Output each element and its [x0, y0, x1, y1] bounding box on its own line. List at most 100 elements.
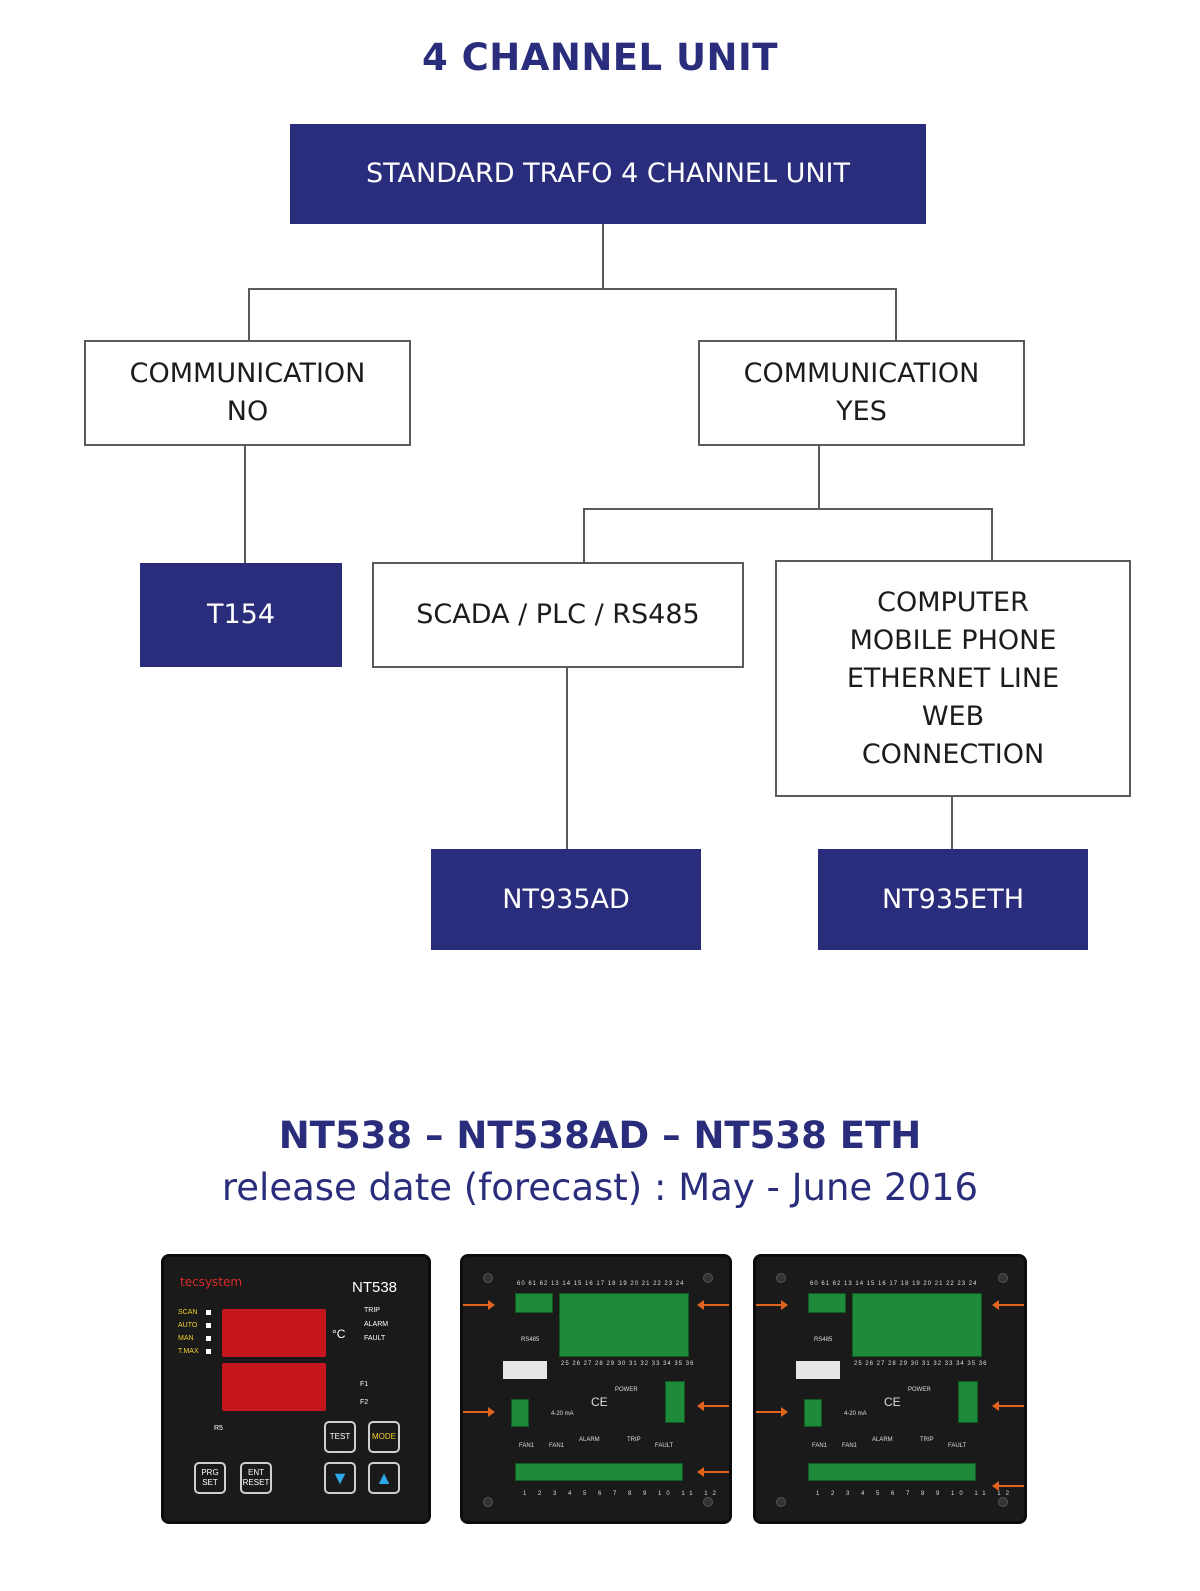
down-button[interactable]: ▼ [324, 1462, 356, 1494]
rs485-label: RS485 [814, 1337, 833, 1343]
relay-label: FAN1 [812, 1443, 828, 1449]
node-label: COMMUNICATION [129, 358, 366, 389]
communication-yes-node: COMMUNICATION YES [698, 340, 1025, 446]
connector-line [951, 796, 953, 849]
button-label: ENT [248, 1468, 264, 1477]
relay-label: TRIP [627, 1437, 641, 1443]
terminal-block [515, 1463, 683, 1481]
connector-line [602, 224, 604, 289]
terminal-numbers: 60 61 62 13 14 15 16 17 18 19 20 21 22 2… [810, 1281, 978, 1287]
status-label: FAULT [364, 1335, 386, 1342]
unit-label: °C [332, 1327, 346, 1341]
power-label: POWER [615, 1387, 638, 1393]
button-label: PRG [201, 1468, 219, 1477]
screw-icon [703, 1273, 713, 1283]
nt935eth-node: NT935ETH [818, 849, 1088, 950]
ce-mark: CE [884, 1395, 901, 1409]
display-top [222, 1309, 326, 1357]
connector-line [244, 446, 246, 563]
terminal-block [515, 1293, 553, 1313]
relay-label: FAULT [948, 1443, 967, 1449]
device-front-panel: tecsystem NT538 SCAN AUTO MAN T.MAX °C T… [161, 1254, 431, 1524]
computer-node: COMPUTER MOBILE PHONE ETHERNET LINE WEB … [775, 560, 1131, 797]
mode-button[interactable]: MODE [368, 1421, 400, 1453]
communication-no-node: COMMUNICATION NO [84, 340, 411, 446]
test-button[interactable]: TEST [324, 1421, 356, 1453]
screw-icon [483, 1273, 493, 1283]
button-label: SET [202, 1478, 218, 1487]
node-label: MOBILE PHONE [849, 624, 1057, 656]
up-arrow-icon: ▲ [375, 1468, 393, 1488]
prg-set-button[interactable]: PRG SET [194, 1462, 226, 1494]
orange-arrow-icon [992, 1300, 1024, 1310]
node-label: WEB [921, 700, 985, 732]
screw-icon [776, 1497, 786, 1507]
root-node: STANDARD TRAFO 4 CHANNEL UNIT [290, 124, 926, 224]
terminal-block [808, 1293, 846, 1313]
terminal-numbers: 60 61 62 13 14 15 16 17 18 19 20 21 22 2… [517, 1281, 685, 1287]
page-title: 4 CHANNEL UNIT [421, 36, 779, 79]
down-arrow-icon: ▼ [331, 1468, 349, 1488]
orange-arrow-icon [697, 1401, 729, 1411]
device-back-panel-eth: 60 61 62 13 14 15 16 17 18 19 20 21 22 2… [753, 1254, 1027, 1524]
terminal-numbers: 25 26 27 28 29 30 31 32 33 34 35 36 [854, 1361, 988, 1367]
scada-node: SCADA / PLC / RS485 [372, 562, 744, 668]
r5-label: R5 [214, 1425, 223, 1432]
orange-arrow-icon [756, 1300, 788, 1310]
relay-label: FAN1 [549, 1443, 565, 1449]
orange-arrow-icon [756, 1407, 788, 1417]
terminal-block [808, 1463, 976, 1481]
relay-label: FAN1 [519, 1443, 535, 1449]
connector-line [583, 508, 993, 510]
terminal-block [559, 1293, 689, 1357]
fan-label: F1 [360, 1381, 369, 1388]
mode-label: MAN [178, 1335, 194, 1342]
relay-label: TRIP [920, 1437, 934, 1443]
node-label: T154 [206, 599, 276, 630]
release-date: release date (forecast) : May - June 201… [221, 1166, 979, 1209]
power-label: POWER [908, 1387, 931, 1393]
nt935ad-node: NT935AD [431, 849, 701, 950]
orange-arrow-icon [463, 1407, 495, 1417]
connector-line [566, 667, 568, 849]
orange-arrow-icon [697, 1300, 729, 1310]
node-label: COMMUNICATION [743, 358, 980, 389]
root-node-label: STANDARD TRAFO 4 CHANNEL UNIT [366, 158, 850, 189]
node-label: CONNECTION [861, 738, 1045, 770]
connector-line [818, 446, 820, 509]
fan-label: F2 [360, 1399, 369, 1406]
rs485-label: RS485 [521, 1337, 540, 1343]
label-sticker [796, 1361, 840, 1379]
node-label: NO [226, 396, 269, 427]
mode-indicator-icon [206, 1349, 211, 1354]
mode-label: T.MAX [178, 1348, 199, 1355]
orange-arrow-icon [992, 1481, 1024, 1491]
relay-label: FAULT [655, 1443, 674, 1449]
current-label: 4-20 mA [844, 1411, 867, 1417]
mode-label: SCAN [178, 1309, 198, 1316]
node-label: COMPUTER [877, 586, 1029, 618]
relay-label: ALARM [579, 1437, 600, 1443]
terminal-block [511, 1399, 529, 1427]
relay-label: ALARM [872, 1437, 893, 1443]
orange-arrow-icon [463, 1300, 495, 1310]
mode-indicator-icon [206, 1323, 211, 1328]
mode-indicator-icon [206, 1310, 211, 1315]
screw-icon [776, 1273, 786, 1283]
t154-node: T154 [140, 563, 342, 667]
mode-label: AUTO [178, 1322, 198, 1329]
connector-line [248, 288, 897, 290]
connector-line [991, 508, 993, 561]
status-label: ALARM [364, 1321, 389, 1328]
up-button[interactable]: ▲ [368, 1462, 400, 1494]
ent-reset-button[interactable]: ENT RESET [240, 1462, 272, 1494]
screw-icon [703, 1497, 713, 1507]
node-label: NT935AD [502, 883, 630, 915]
orange-arrow-icon [697, 1467, 729, 1477]
status-label: TRIP [364, 1307, 380, 1314]
button-label: MODE [372, 1432, 396, 1441]
relay-label: FAN1 [842, 1443, 858, 1449]
connector-line [583, 508, 585, 563]
terminal-numbers: 1 2 3 4 5 6 7 8 9 10 11 12 [816, 1491, 1014, 1497]
display-bottom [222, 1363, 326, 1411]
